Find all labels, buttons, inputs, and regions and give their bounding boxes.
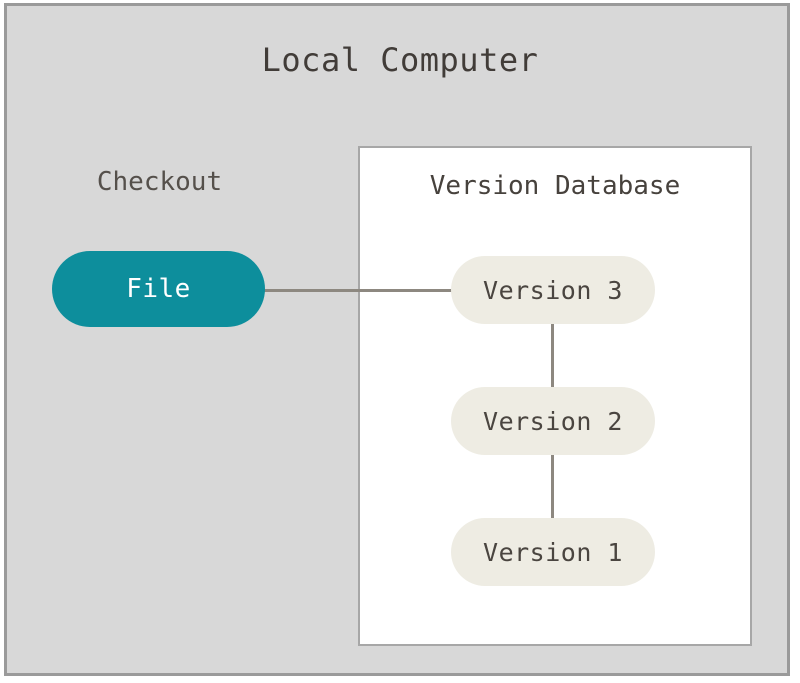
connector-version2-to-version1 [551,454,554,519]
version-node-2[interactable]: Version 2 [451,387,655,455]
version-node-3[interactable]: Version 3 [451,256,655,324]
connector-version3-to-version2 [551,323,554,388]
local-computer-container: Local Computer Checkout Version Database… [4,3,790,676]
page-title: Local Computer [261,41,539,79]
checkout-label: Checkout [96,167,223,197]
version-node-1[interactable]: Version 1 [451,518,655,586]
version-database-title: Version Database [429,171,681,201]
file-node[interactable]: File [52,251,265,327]
connector-file-to-version3 [263,289,453,292]
